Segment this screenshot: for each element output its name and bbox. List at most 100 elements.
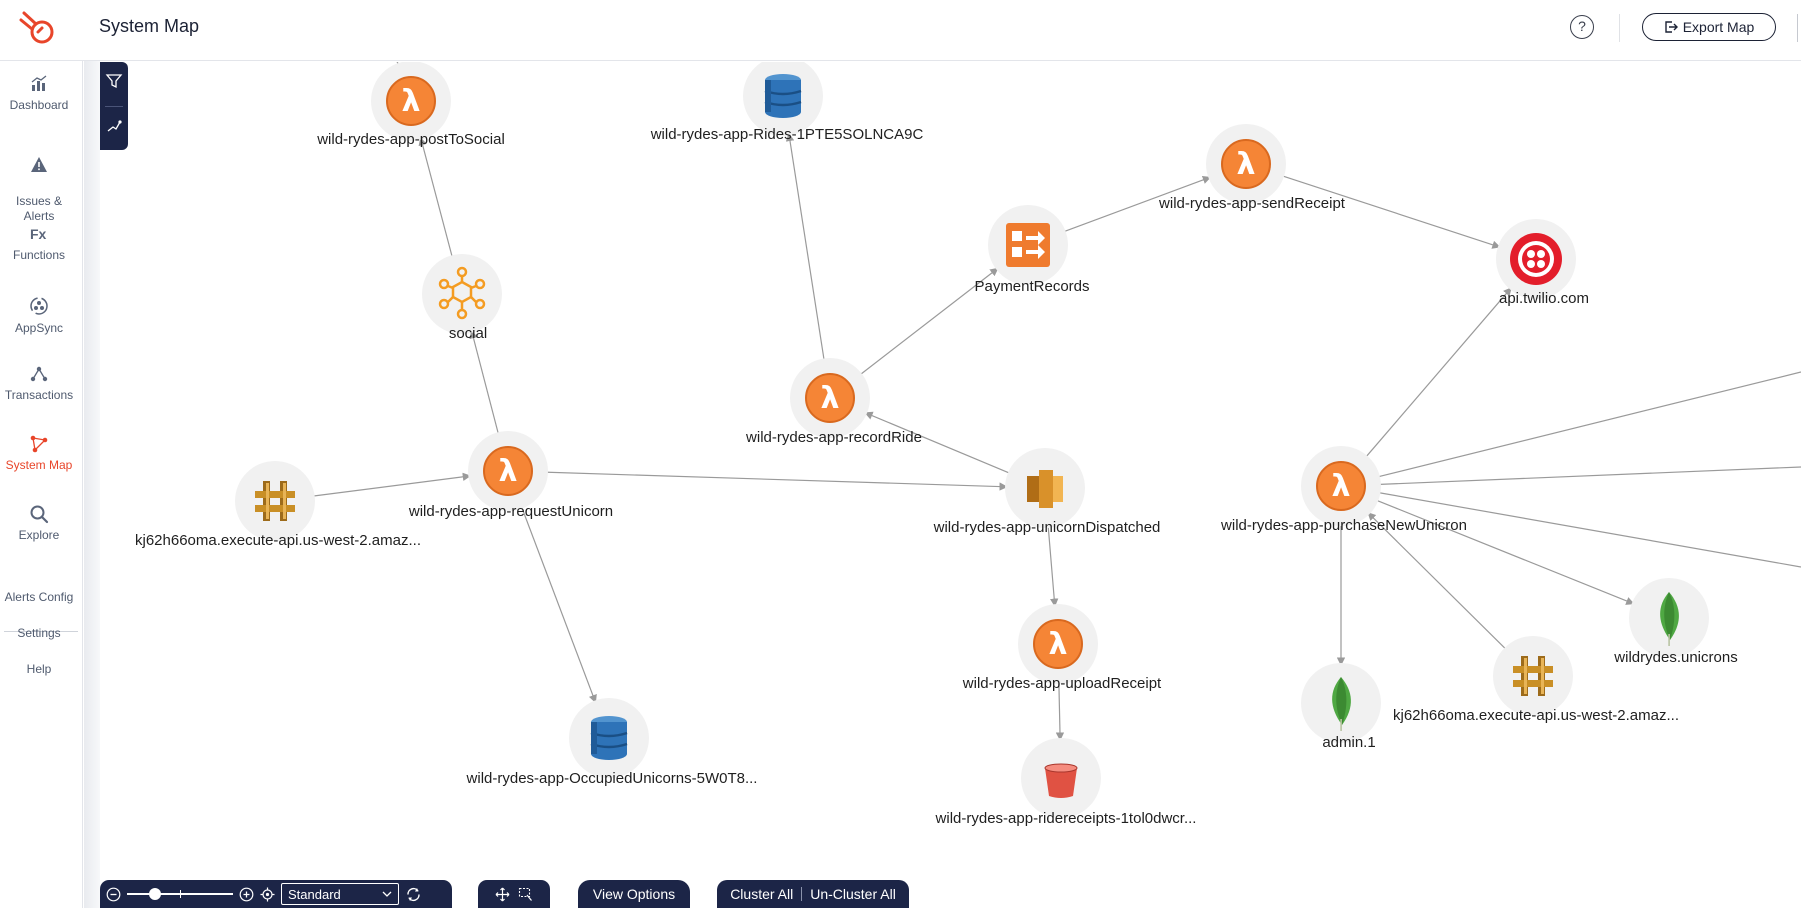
map-node-requestUnicorn[interactable]: λ	[468, 431, 548, 511]
map-node-apiGw2[interactable]	[1493, 636, 1573, 716]
map-node-purchaseNewUnicron[interactable]: λ	[1301, 446, 1381, 526]
map-node-label: kj62h66oma.execute-api.us-west-2.amaz...	[1393, 707, 1679, 724]
system-map-icon	[30, 435, 48, 453]
zoom-slider-thumb[interactable]	[149, 888, 161, 900]
system-map-canvas[interactable]: λ wild-rydes-app-postToSocial wild-rydes-…	[100, 62, 1801, 908]
refresh-layout-icon[interactable]	[405, 886, 422, 903]
app-header: System Map ? Export Map	[0, 0, 1801, 61]
sidebar-item-label: AppSync	[14, 321, 64, 335]
cluster-all-button[interactable]: Cluster All	[730, 886, 794, 902]
map-edge-requestUnicorn-to-unicornDispatched	[543, 471, 1008, 491]
app-logo-icon[interactable]	[18, 10, 58, 46]
pan-icon[interactable]	[495, 887, 510, 902]
apigateway-icon	[1513, 656, 1553, 696]
map-node-occupiedUnicorns[interactable]	[569, 698, 649, 778]
lambda-icon: λ	[1221, 139, 1271, 189]
filter-panel-divider	[105, 106, 123, 107]
map-node-label: kj62h66oma.execute-api.us-west-2.amaz...	[135, 532, 421, 549]
map-edge-social-to-postToSocial	[418, 136, 454, 260]
sidebar: Dashboard Issues & Alerts Fx Functions A…	[0, 61, 83, 908]
sidebar-item-functions[interactable]: Fx Functions	[0, 224, 78, 263]
filter-icon[interactable]	[105, 72, 123, 90]
map-node-recordRide[interactable]: λ	[790, 358, 870, 438]
sidebar-item-label: Explore	[18, 528, 60, 542]
sidebar-item-issues-alerts[interactable]: Issues & Alerts	[0, 140, 78, 224]
uncluster-all-button[interactable]: Un-Cluster All	[810, 886, 896, 902]
sidebar-link-help[interactable]: Help	[26, 662, 52, 676]
map-node-label: wild-rydes-app-Rides-1PTE5SOLNCA9C	[650, 126, 924, 143]
sidebar-item-explore[interactable]: Explore	[0, 504, 78, 543]
map-node-apiGw1[interactable]	[235, 461, 315, 541]
map-node-label: wild-rydes-app-recordRide	[746, 429, 922, 446]
map-node-social[interactable]	[422, 254, 502, 334]
map-node-sendReceipt[interactable]: λ	[1206, 124, 1286, 204]
map-node-label: api.twilio.com	[1498, 290, 1590, 307]
map-node-label: wild-rydes-app-postToSocial	[317, 131, 505, 148]
map-node-postToSocial[interactable]: λ	[371, 62, 451, 141]
lambda-icon: λ	[805, 373, 855, 423]
cluster-toolbar: Cluster All Un-Cluster All	[717, 880, 909, 908]
sidebar-item-appsync[interactable]: AppSync	[0, 295, 78, 336]
map-node-label: social	[448, 325, 488, 342]
map-edge-offscreen	[1375, 371, 1801, 478]
svg-text:λ: λ	[402, 84, 421, 119]
recenter-icon[interactable]	[260, 887, 275, 902]
function-icon: Fx	[30, 226, 47, 242]
zoom-slider-tick	[180, 890, 181, 898]
svg-text:λ: λ	[821, 381, 840, 416]
map-node-label: wild-rydes-app-sendReceipt	[1159, 195, 1345, 212]
sidebar-item-label: Dashboard	[9, 98, 69, 112]
sns-icon	[1027, 470, 1063, 508]
sidebar-item-system-map[interactable]: System Map	[0, 434, 78, 473]
map-node-twilio[interactable]	[1496, 219, 1576, 299]
sidebar-item-transactions[interactable]: Transactions	[0, 364, 78, 403]
map-edge-offscreen	[1376, 466, 1801, 486]
sidebar-item-label: System Map	[5, 458, 73, 472]
lambda-icon: λ	[1316, 461, 1366, 511]
map-node-label: wildrydes.unicrons	[1614, 649, 1738, 666]
export-map-button[interactable]: Export Map	[1642, 13, 1776, 41]
map-node-unicornDispatched[interactable]	[1005, 448, 1085, 528]
map-node-label: wild-rydes-app-OccupiedUnicorns-5W0T8...	[466, 770, 758, 787]
sidebar-item-label: Issues & Alerts	[15, 194, 63, 223]
sidebar-item-label: Functions	[12, 248, 66, 262]
cluster-divider	[801, 887, 803, 901]
help-button[interactable]: ?	[1570, 15, 1594, 39]
sidebar-item-dashboard[interactable]: Dashboard	[0, 74, 78, 113]
s3-icon	[1044, 763, 1078, 798]
map-edge-unicornDispatched-to-uploadReceipt	[1047, 523, 1059, 607]
view-options-button[interactable]: View Options	[578, 880, 690, 908]
zoom-in-icon[interactable]	[239, 887, 254, 902]
dashboard-icon	[31, 75, 47, 91]
export-icon	[1665, 21, 1678, 33]
layout-mode-select[interactable]: Standard	[281, 883, 399, 905]
map-edges	[310, 62, 1801, 741]
transactions-icon	[30, 366, 48, 382]
zoom-out-icon[interactable]	[106, 887, 121, 902]
map-edge-purchaseNewUnicron-to-twilio	[1364, 287, 1512, 460]
map-edge-paymentRecords-to-sendReceipt	[1061, 175, 1212, 234]
search-icon	[30, 505, 49, 524]
page-title: System Map	[99, 16, 200, 36]
svg-text:Fx: Fx	[30, 226, 47, 242]
map-node-paymentRecords[interactable]	[988, 205, 1068, 285]
map-node-wildrydesUnicrons[interactable]	[1629, 578, 1709, 658]
view-options-label: View Options	[592, 886, 676, 902]
lambda-icon: λ	[386, 76, 436, 126]
map-edge-apiGw2-to-purchaseNewUnicron	[1367, 512, 1508, 652]
dynamodb-icon	[764, 74, 802, 118]
sidebar-link-alerts-config[interactable]: Alerts Config	[4, 590, 74, 604]
highlight-path-icon[interactable]	[105, 117, 123, 135]
warning-icon	[31, 157, 47, 172]
box-select-icon[interactable]	[518, 887, 533, 902]
sidebar-link-settings[interactable]: Settings	[17, 626, 61, 640]
map-node-ridereceipts[interactable]	[1021, 738, 1101, 818]
sidebar-item-label: Transactions	[4, 388, 74, 402]
map-node-uploadReceipt[interactable]: λ	[1018, 604, 1098, 684]
map-node-admin1[interactable]	[1301, 663, 1381, 743]
map-node-label: wild-rydes-app-purchaseNewUnicron	[1221, 517, 1467, 534]
map-filter-panel	[100, 62, 128, 150]
zoom-slider[interactable]	[127, 887, 233, 901]
layout-mode-value: Standard	[288, 886, 341, 902]
map-node-rides[interactable]	[743, 62, 823, 136]
